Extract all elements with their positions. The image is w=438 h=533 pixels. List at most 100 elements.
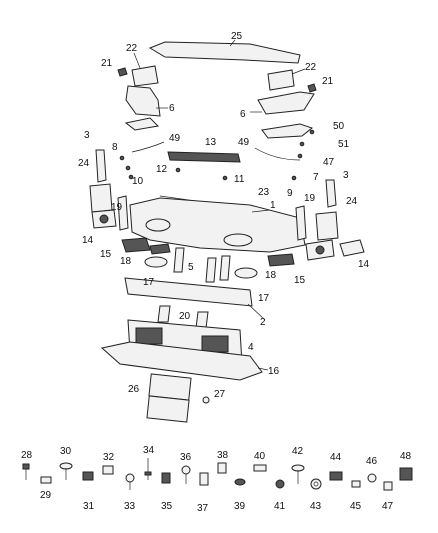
callout-41: 41: [274, 501, 286, 512]
part-31-nut: [82, 471, 94, 481]
callout-13: 13: [205, 137, 217, 148]
callout-22-right: 22: [305, 62, 317, 73]
callout-19-left: 19: [111, 202, 123, 213]
callout-40: 40: [254, 451, 266, 462]
part-10-fastener: [128, 174, 134, 180]
callout-18-left: 18: [120, 256, 132, 267]
part-47-nut: [383, 481, 393, 491]
callout-28: 28: [21, 450, 33, 461]
callout-44: 44: [330, 452, 342, 463]
callout-17-left: 17: [143, 277, 155, 288]
part-44-u-nut: [329, 471, 343, 481]
part-14-right-bezel: [339, 239, 365, 257]
callout-21-right: 21: [322, 76, 334, 87]
callout-1: 1: [270, 200, 276, 211]
part-13-grille-insert: [167, 151, 241, 163]
part-17-left-strut: [173, 247, 185, 273]
part-11-fastener: [222, 175, 228, 181]
callout-8: 8: [112, 142, 118, 153]
part-22-right-bracket: [267, 68, 306, 91]
part-46-grommet: [367, 473, 377, 483]
callout-16: 16: [268, 366, 280, 377]
callout-3-left: 3: [84, 130, 90, 141]
part-12-fastener: [175, 167, 181, 173]
callout-36: 36: [180, 452, 192, 463]
part-20-left-mount: [157, 305, 171, 323]
callout-32: 32: [103, 452, 115, 463]
part-43-washer: [310, 478, 322, 490]
callout-39: 39: [234, 501, 246, 512]
callout-12: 12: [156, 164, 168, 175]
part-21-left-clip: [117, 67, 128, 77]
part-20-right-mount: [195, 311, 209, 329]
part-1-bumper-fascia: [129, 197, 306, 253]
part-19-left-side: [117, 195, 129, 231]
callout-14-left: 14: [82, 235, 94, 246]
callout-38: 38: [217, 450, 229, 461]
callout-37: 37: [197, 503, 209, 514]
callout-10: 10: [132, 176, 144, 187]
callout-48: 48: [400, 451, 412, 462]
callout-21-left: 21: [101, 58, 113, 69]
part-49-left-strip: [131, 141, 165, 153]
callout-25: 25: [231, 31, 243, 42]
part-17-right-strut: [219, 255, 231, 281]
part-26-license-bracket: [146, 373, 192, 423]
part-18-left-ring: [144, 256, 168, 268]
part-33-screw: [125, 473, 135, 490]
callout-34: 34: [143, 445, 155, 456]
callout-27: 27: [214, 389, 226, 400]
part-34-stud: [144, 458, 152, 480]
part-24-left-fog-bracket: [89, 183, 113, 213]
callout-20: 20: [179, 311, 191, 322]
callout-19-right: 19: [304, 193, 316, 204]
callout-6-left: 6: [169, 103, 175, 114]
callout-23: 23: [258, 187, 270, 198]
part-32-retainer: [102, 465, 114, 475]
part-21-right-clip: [307, 83, 317, 93]
part-28-bolt: [22, 463, 30, 480]
part-42-bolt: [291, 464, 305, 484]
part-6-left-lamp-trim: [124, 85, 168, 131]
callout-15-right: 15: [294, 275, 306, 286]
part-25-upper-cover: [148, 39, 301, 64]
callout-17-right: 17: [258, 293, 270, 304]
part-36-rivet: [181, 465, 191, 484]
callout-31: 31: [83, 501, 95, 512]
part-41-nut: [275, 479, 285, 489]
part-15-left-bezel: [121, 237, 151, 253]
callout-7: 7: [313, 172, 319, 183]
part-5-center-strut: [205, 257, 217, 283]
callout-24-right: 24: [346, 196, 358, 207]
callout-22-left: 22: [126, 43, 138, 54]
part-18-right-ring: [234, 267, 258, 279]
callout-4: 4: [248, 342, 254, 353]
part-16-lower-air-dam: [100, 341, 269, 381]
part-24-right-fog-bracket: [315, 211, 339, 241]
callout-3-right: 3: [343, 170, 349, 181]
part-22-left-bracket: [131, 52, 159, 87]
part-8-fastener: [119, 155, 125, 161]
callout-9: 9: [287, 188, 293, 199]
part-3-left-bracket: [95, 149, 107, 183]
callout-18-right: 18: [265, 270, 277, 281]
callout-50: 50: [333, 121, 345, 132]
callout-42: 42: [292, 446, 304, 457]
callout-49-right: 49: [238, 137, 250, 148]
callout-5: 5: [188, 262, 194, 273]
callout-35: 35: [161, 501, 173, 512]
callout-49-left: 49: [169, 133, 181, 144]
callout-45: 45: [350, 501, 362, 512]
callout-2: 2: [260, 317, 266, 328]
callout-47-lower: 47: [382, 501, 394, 512]
callout-33: 33: [124, 501, 136, 512]
callout-11: 11: [234, 174, 245, 185]
part-27-screw: [202, 396, 210, 404]
part-48-cage-nut: [399, 467, 413, 481]
callout-24-left: 24: [78, 158, 90, 169]
part-38-fastener: [217, 462, 227, 474]
callout-labels: 25 22 21 22 21 6 6 3 49 13 49 50 51 8 47…: [21, 31, 412, 514]
part-39-pin: [234, 478, 246, 486]
part-37-push-retainer: [199, 472, 209, 486]
